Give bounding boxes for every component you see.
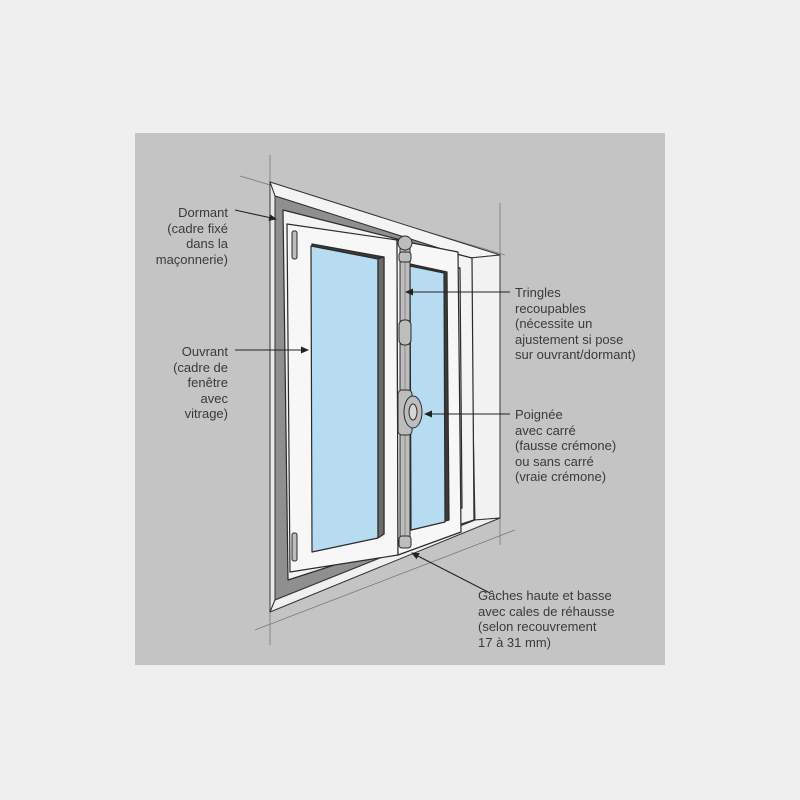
label-dormant: Dormant (cadre fixé dans la maçonnerie) [155, 205, 228, 267]
right-sash [396, 239, 462, 556]
left-sash [286, 223, 399, 573]
leader-arrows [234, 209, 510, 594]
label-ouvrant: Ouvrant (cadre de fenêtre avec vitrage) [173, 344, 228, 421]
hinges [291, 230, 298, 562]
label-gaches: Gâches haute et basse avec cales de réha… [478, 588, 615, 650]
arrow-gaches [411, 552, 491, 594]
cremone-hardware [397, 235, 423, 549]
label-tringles: Tringles recoupables (nécessite un ajust… [515, 285, 636, 362]
arrow-dormant [234, 209, 277, 221]
label-poignee: Poignée avec carré (fausse crémone) ou s… [515, 407, 617, 484]
